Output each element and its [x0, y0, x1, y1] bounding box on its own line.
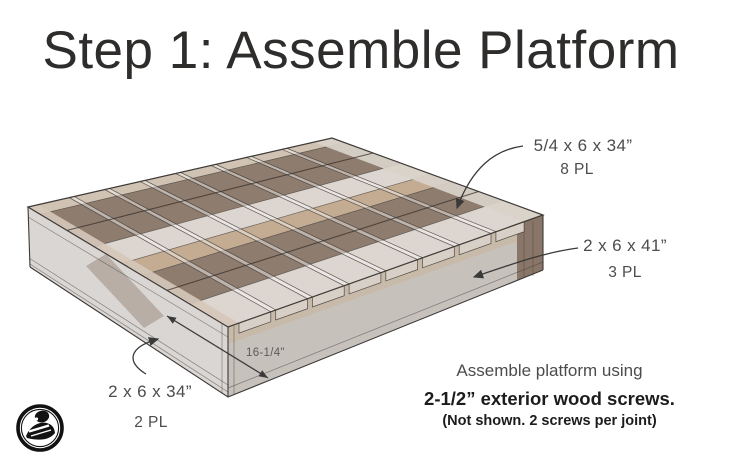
- callout-arrow-sides: [132, 337, 160, 375]
- spacing-dimension-label: 16-1/4": [246, 347, 285, 359]
- assembly-note-line2: 2-1/2” exterior wood screws.: [424, 388, 675, 409]
- figure-arm-lower: [30, 429, 52, 437]
- slats-dimension-label: 5/4 x 6 x 34”: [533, 136, 633, 155]
- page-title: Step 1: Assemble Platform: [42, 21, 680, 80]
- assembly-note-line3: (Not shown. 2 screws per joint): [442, 413, 657, 429]
- platform-outline: [26, 137, 545, 398]
- rail-edge-line: [66, 152, 374, 231]
- callout-arrow-slats: [455, 145, 524, 210]
- sides-quantity-label: 2 PL: [134, 414, 168, 431]
- rails-quantity-label: 3 PL: [608, 264, 642, 281]
- right-side-top-edge: [313, 138, 543, 222]
- rails-dimension-label: 2 x 6 x 41”: [583, 236, 667, 255]
- slat-gaps: [68, 147, 498, 313]
- assembly-note-line1: Assemble platform using: [456, 361, 643, 380]
- slats-quantity-label: 8 PL: [560, 161, 594, 178]
- figure-hat: [34, 410, 50, 423]
- figure-face-highlight: [34, 417, 39, 421]
- rogue-engineer-logo: [16, 404, 64, 452]
- side-rail-face: [27, 207, 229, 397]
- assembly-note: Assemble platform using 2-1/2” exterior …: [407, 361, 692, 429]
- sides-dimension-label: 2 x 6 x 34”: [108, 382, 192, 401]
- spacing-dimension-arrow: [166, 315, 269, 379]
- callout-arrow-rails: [472, 247, 579, 279]
- figure-arm: [28, 424, 50, 433]
- slat-end-faces: [238, 221, 525, 334]
- left-side-top-edge: [28, 204, 239, 327]
- rail-edge-line: [166, 190, 479, 291]
